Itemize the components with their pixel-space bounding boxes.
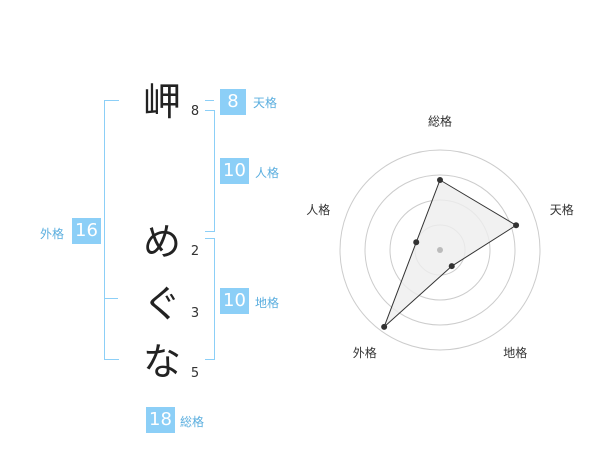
radar-grid-ring [364,174,516,326]
tenkaku-label: 天格 [253,96,278,110]
tenkaku-tick [205,100,214,101]
tenkaku-value: 8 [220,89,246,115]
radar-point [437,177,443,183]
radar-point [381,323,388,330]
chikaku-value: 10 [220,288,249,314]
stroke-count-3: 3 [190,306,200,321]
soukaku-value: 18 [146,407,175,433]
chikaku-label: 地格 [255,296,280,310]
name-char-1: 岬 [142,80,181,124]
jinkaku-value: 10 [220,158,249,184]
gaikaku-label: 外格 [40,227,65,241]
radar-grid-ring [339,149,541,351]
radar-point [448,263,455,270]
stroke-count-4: 5 [190,366,200,381]
gaikaku-bracket [104,100,119,360]
name-char-4: な [142,340,181,384]
jinkaku-label: 人格 [255,166,280,180]
stroke-count-2: 2 [190,244,200,259]
soukaku-label: 総格 [180,415,205,429]
name-char-3: ぐ [142,282,181,326]
radar-point [513,222,520,229]
radar-axis-label: 人格 [306,202,330,217]
radar-center-point [437,247,443,253]
radar-axis-label: 外格 [353,345,377,360]
name-char-2: め [142,220,181,264]
radar-axis-label: 地格 [503,345,527,360]
stroke-count-1: 8 [190,104,200,119]
radar-polygon [383,179,518,328]
chikaku-bracket [205,238,215,360]
gaikaku-mid-tick [104,298,118,299]
jinkaku-bracket [205,110,215,232]
radar-axis-label: 総格 [428,114,452,129]
radar-point [413,239,420,246]
gaikaku-value: 16 [72,218,101,244]
radar-axis-label: 天格 [550,202,574,217]
